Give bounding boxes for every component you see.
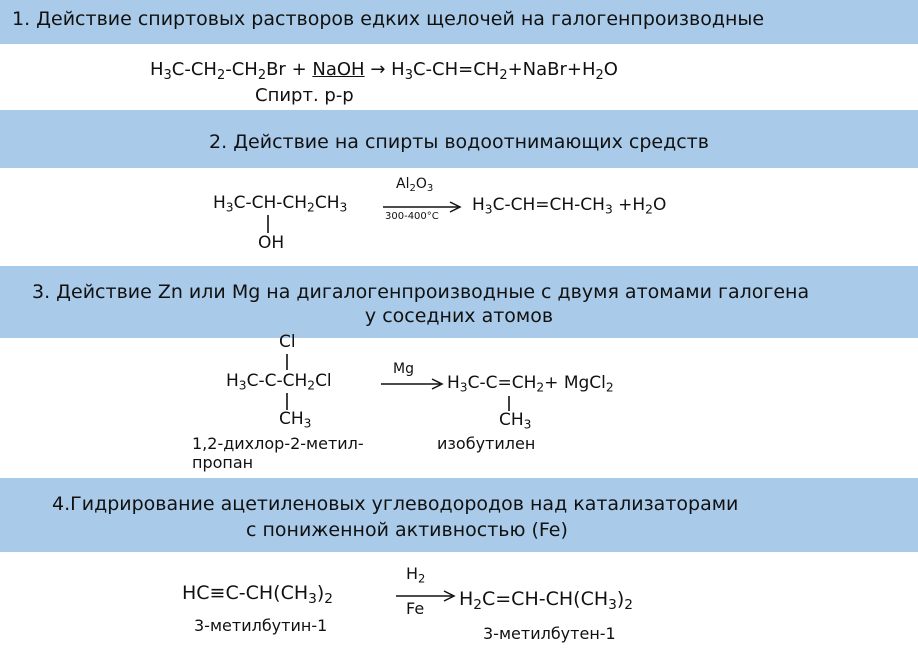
eq2-product: H3C-CH=CH-CH3 +H2O xyxy=(472,195,667,217)
eq4-reagent-top: H2 xyxy=(406,564,426,586)
eq3-reactant: H3C-C-CH2Cl xyxy=(226,371,332,393)
eq2-oh: OH xyxy=(258,233,285,253)
eq3-arrowhead-icon xyxy=(431,378,444,390)
eq3-reagent: Mg xyxy=(393,361,414,377)
eq3-ch3-bottom: CH3 xyxy=(279,409,312,431)
eq4-arrowhead-icon xyxy=(443,590,456,602)
eq1-reagent: NaOH xyxy=(312,59,365,80)
eq3-name-product: изобутилен xyxy=(437,434,536,453)
eq4-name-reactant: 3-метилбутин-1 xyxy=(194,616,328,635)
eq3-product: H3C-C=CH2+ MgCl2 xyxy=(447,373,614,395)
eq4-reactant: HC≡C-CH(CH3)2 xyxy=(182,582,333,608)
section-1-title: 1. Действие спиртовых растворов едких ще… xyxy=(12,8,765,30)
eq2-catalyst: Al2O3 xyxy=(396,176,434,195)
eq4-product: H2C=CH-CH(CH3)2 xyxy=(459,588,633,614)
section-4-title-line1: 4.Гидрирование ацетиленовых углеводородо… xyxy=(52,493,739,515)
eq1-reactant: H3C-CH2-CH2Br + NaOH → H3C-CH=CH2+NaBr+H… xyxy=(150,59,618,83)
section-2-header: 2. Действие на спирты водоотнимающих сре… xyxy=(0,110,918,168)
section-1-header: 1. Действие спиртовых растворов едких ще… xyxy=(0,0,918,44)
section-3-header: 3. Действие Zn или Mg на дигалогенпроизв… xyxy=(0,266,918,338)
section-4-title-line2: с пониженной активностью (Fe) xyxy=(246,519,568,541)
eq2-arrowhead-icon xyxy=(449,201,462,213)
section-3-title-line1: 3. Действие Zn или Mg на дигалогенпроизв… xyxy=(32,281,810,303)
eq1-arrow: → xyxy=(370,59,386,80)
eq4-reagent-bottom: Fe xyxy=(406,599,425,618)
eq3-cl-top: Cl xyxy=(279,332,296,352)
eq3-name-reactant-line1: 1,2-дихлор-2-метил- xyxy=(192,434,364,453)
section-2-title: 2. Действие на спирты водоотнимающих сре… xyxy=(209,131,709,153)
eq2-condition: 300-400°C xyxy=(385,211,439,222)
section-4-header: 4.Гидрирование ацетиленовых углеводородо… xyxy=(0,478,918,552)
eq3-name-reactant-line2: пропан xyxy=(192,453,254,472)
eq2-reactant: H3C-CH-CH2CH3 xyxy=(213,193,348,215)
eq4-name-product: 3-метилбутен-1 xyxy=(483,624,616,643)
eq1-note: Спирт. р-р xyxy=(255,85,354,106)
eq3-product-ch3: CH3 xyxy=(499,410,532,432)
section-3-title-line2: у соседних атомов xyxy=(364,305,554,327)
